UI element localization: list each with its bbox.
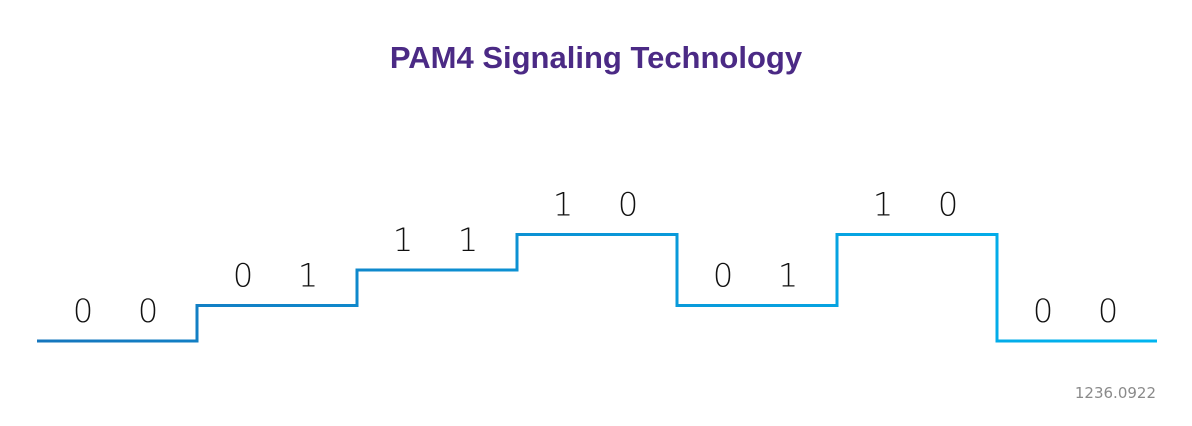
figure-code: 1236.0922: [1074, 384, 1156, 402]
bit-label: 0: [1098, 292, 1118, 330]
bit-label: 1: [298, 257, 318, 295]
bit-label: 0: [938, 186, 958, 224]
bit-label: 0: [233, 257, 253, 295]
bit-label: 0: [138, 292, 158, 330]
bit-label: 1: [393, 221, 413, 259]
diagram-title: PAM4 Signaling Technology: [389, 40, 803, 75]
bit-label: 1: [553, 186, 573, 224]
signal-line: [37, 233, 1157, 343]
bit-label: 1: [778, 257, 798, 295]
bit-label: 0: [618, 186, 638, 224]
bit-label: 1: [873, 186, 893, 224]
bit-label: 0: [73, 292, 93, 330]
bit-label: 0: [713, 257, 733, 295]
bit-label: 1: [458, 221, 478, 259]
bit-label: 0: [1033, 292, 1053, 330]
